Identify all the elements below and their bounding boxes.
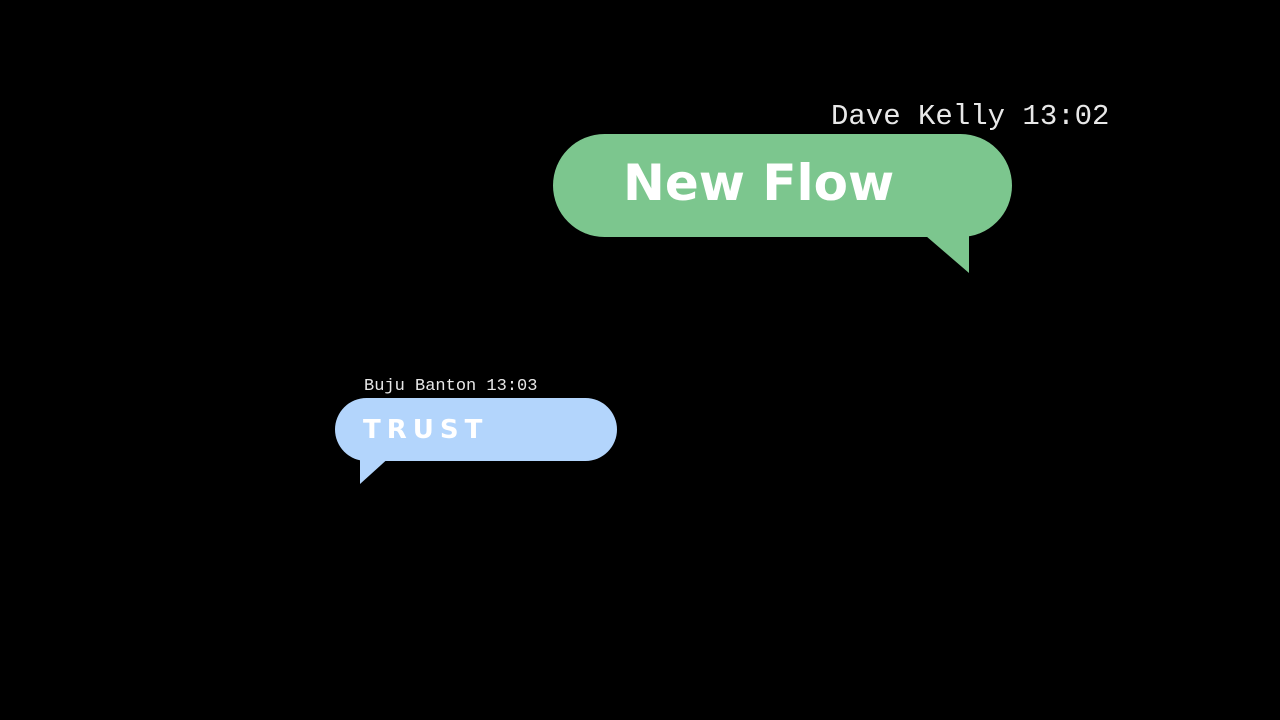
bubble-tail-right: [926, 236, 969, 273]
message-sender-time: Buju Banton 13:03: [364, 377, 538, 396]
chat-bubble-message[interactable]: New Flow: [553, 134, 1012, 237]
message-text: New Flow: [623, 154, 895, 212]
message-text: TRUST: [363, 415, 489, 445]
chat-bubble-body: [553, 134, 1012, 237]
bubble-tail-left: [360, 455, 392, 484]
chat-bubble-message[interactable]: TRUST: [335, 398, 617, 461]
chat-bubble-body: [335, 398, 617, 461]
message-sender-time: Dave Kelly 13:02: [831, 100, 1110, 133]
